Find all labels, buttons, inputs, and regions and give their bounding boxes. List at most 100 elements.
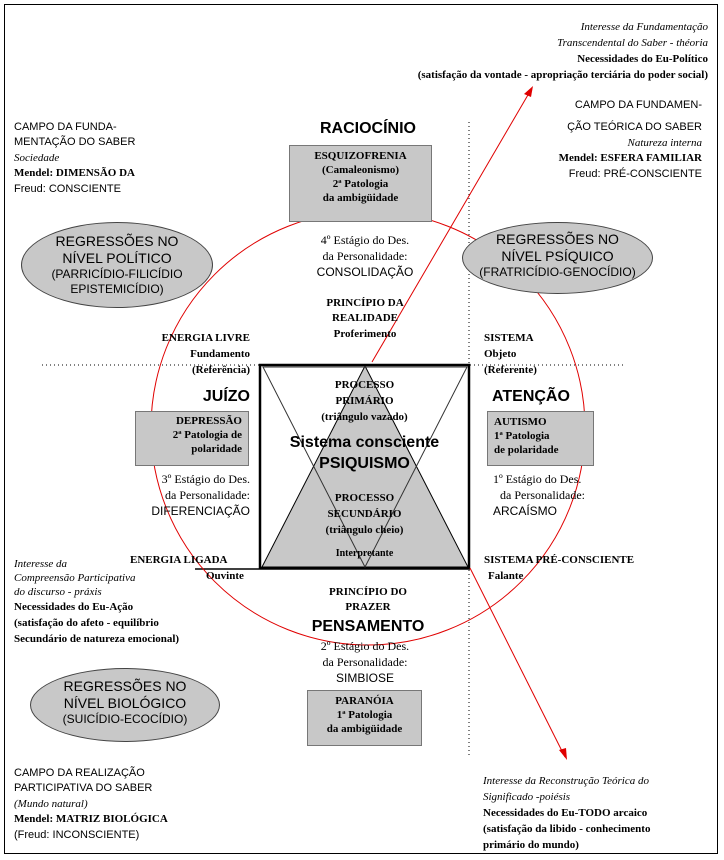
center-title-line2: PSIQUISMO xyxy=(319,455,410,472)
field-sociedade-line1: CAMPO DA FUNDA- xyxy=(14,121,117,133)
box-esquizofrenia-line1: ESQUIZOFRENIA xyxy=(314,150,407,162)
note-praxis-line4: Necessidades do Eu-Ação xyxy=(14,601,134,613)
box-depressao: DEPRESSÃO 2ª Patologia de polaridade xyxy=(135,411,249,466)
box-paranoia-line1: PARANÓIA xyxy=(335,695,394,707)
field-mundo-line4: Mendel: MATRIZ BIOLÓGICA xyxy=(14,813,168,825)
heading-juizo: JUÍZO xyxy=(202,388,250,405)
falante-label: Falante xyxy=(488,570,524,582)
box-esquizofrenia-line2: (Camaleonismo) xyxy=(322,164,399,176)
box-paranoia-line2: 1ª Patologia xyxy=(336,709,393,721)
processo-primario-line2: PRIMÁRIO xyxy=(335,395,394,407)
note-theoria-line3: Necessidades do Eu-Político xyxy=(577,53,708,65)
field-mundo-line3: (Mundo natural) xyxy=(14,798,88,810)
hollow-triangle xyxy=(262,366,468,569)
ellipse-psiquico-line1: REGRESSÕES NO xyxy=(496,231,619,247)
processo-secundario-line3: (triângulo cheio) xyxy=(325,524,404,536)
ouvinte-label: Ouvinte xyxy=(206,570,244,582)
field-natureza-line1: CAMPO DA FUNDAMEN- xyxy=(574,99,702,111)
energia-livre-line3: (Referência) xyxy=(191,364,250,376)
box-esquizofrenia-line3: 2ª Patologia xyxy=(332,178,389,190)
box-depressao-line2: 2ª Patologia de xyxy=(172,429,242,441)
box-autismo: AUTISMO 1ª Patologia de polaridade xyxy=(487,411,594,466)
stage-3-line2: da Personalidade: xyxy=(165,488,250,502)
ellipse-psiquico-line2: NÍVEL PSÍQUICO xyxy=(501,248,614,264)
principle-realidade-line2: REALIDADE xyxy=(331,312,398,324)
box-paranoia: PARANÓIA 1ª Patologia da ambigüidade xyxy=(307,690,422,746)
sistema-line1: SISTEMA xyxy=(484,332,534,344)
stage-4-line1: 4º Estágio do Des. xyxy=(320,233,410,247)
field-sociedade-line5: Freud: CONSCIENTE xyxy=(14,183,121,195)
note-praxis-line5: (satisfação do afeto - equilíbrio xyxy=(14,617,159,629)
stage-2-line1: 2º Estágio do Des. xyxy=(320,639,410,653)
note-praxis-line6: Secundário de natureza emocional) xyxy=(14,633,180,645)
interpretante-label: Interpretante xyxy=(335,548,394,559)
ellipse-psiquico-line3: (FRATRICÍDIO-GENOCÍDIO) xyxy=(479,265,636,279)
sistema-line3: (Referente) xyxy=(484,364,537,376)
ellipse-regressoes-psiquico: REGRESSÕES NO NÍVEL PSÍQUICO (FRATRICÍDI… xyxy=(462,222,653,294)
processo-primario-line3: (triângulo vazado) xyxy=(321,411,408,423)
principle-realidade-line3: Proferimento xyxy=(333,328,397,340)
note-poiesis-line5: primário do mundo) xyxy=(483,839,579,851)
ellipse-politico-line3: (PARRICÍDIO-FILICÍDIO xyxy=(51,267,183,281)
stage-3-line1: 3º Estágio do Des. xyxy=(161,472,250,486)
ellipse-biologico-line3: (SUICÍDIO-ECOCÍDIO) xyxy=(62,712,188,726)
field-sociedade-line3: Sociedade xyxy=(14,152,60,164)
principle-prazer-line2: PRAZER xyxy=(345,601,391,613)
heading-raciocinio: RACIOCÍNIO xyxy=(320,120,416,137)
ellipse-politico-line2: NÍVEL POLÍTICO xyxy=(62,250,172,266)
note-theoria-line1: Interesse da Fundamentação xyxy=(580,21,708,33)
stage-2-line2: da Personalidade: xyxy=(322,655,408,669)
box-autismo-line1: AUTISMO xyxy=(494,416,547,428)
red-arrowhead-lower xyxy=(559,748,567,760)
ellipse-biologico-line2: NÍVEL BIOLÓGICO xyxy=(63,695,187,711)
field-sociedade-line4: Mendel: DIMENSÃO DA xyxy=(14,167,135,179)
stage-2-line3: SIMBIOSE xyxy=(335,671,394,685)
note-poiesis-line3: Necessidades do Eu-TODO arcaico xyxy=(483,807,648,819)
heading-pensamento: PENSAMENTO xyxy=(311,618,425,635)
note-praxis-line2: Compreensão Participativa xyxy=(14,572,136,584)
principle-prazer-line1: PRINCÍPIO DO xyxy=(329,586,407,598)
note-theoria-line2: Transcendental do Saber - théoria xyxy=(557,37,708,49)
stage-1-line1: 1º Estágio do Des. xyxy=(493,472,582,486)
stage-1-line3: ARCAÍSMO xyxy=(493,504,558,518)
stage-1-line2: da Personalidade: xyxy=(500,488,585,502)
energia-livre-line1: ENERGIA LIVRE xyxy=(161,332,250,344)
box-esquizofrenia: ESQUIZOFRENIA (Camaleonismo) 2ª Patologi… xyxy=(289,145,432,222)
box-esquizofrenia-line4: da ambigüidade xyxy=(322,192,399,204)
box-paranoia-line3: da ambigüidade xyxy=(326,723,403,735)
energia-livre-line2: Fundamento xyxy=(190,348,250,360)
note-theoria-line4: (satisfação da vontade - apropriação ter… xyxy=(417,69,708,81)
box-autismo-line2: 1ª Patologia xyxy=(494,430,550,442)
diagram-frame xyxy=(4,4,718,854)
note-poiesis-line4: (satisfação da libido - conhecimento xyxy=(483,823,651,835)
sistema-line2: Objeto xyxy=(484,348,517,360)
principle-realidade-line1: PRINCÍPIO DA xyxy=(326,297,404,309)
ellipse-biologico-line1: REGRESSÕES NO xyxy=(63,678,187,694)
box-autismo-line3: de polaridade xyxy=(494,444,559,456)
field-mundo-line2: PARTICIPATIVA DO SABER xyxy=(14,782,153,794)
sistema-pre-consciente-label: SISTEMA PRÉ-CONSCIENTE xyxy=(484,554,635,566)
center-title-line1: Sistema consciente xyxy=(289,434,440,451)
ellipse-regressoes-politico: REGRESSÕES NO NÍVEL POLÍTICO (PARRICÍDIO… xyxy=(21,222,213,308)
ellipse-politico-line4: EPISTEMICÍDIO) xyxy=(70,282,164,296)
stage-4-line2: da Personalidade: xyxy=(322,249,408,263)
note-poiesis-line1: Interesse da Reconstrução Teórica do xyxy=(483,775,649,787)
stage-3-line3: DIFERENCIAÇÃO xyxy=(151,504,250,518)
processo-secundario-line1: PROCESSO xyxy=(334,492,395,504)
note-poiesis-line2: Significado -poiésis xyxy=(483,791,571,803)
red-arrow-upper xyxy=(371,87,533,363)
field-sociedade-line2: MENTAÇÃO DO SABER xyxy=(14,136,136,148)
stage-4-line3: CONSOLIDAÇÃO xyxy=(316,265,414,279)
ellipse-regressoes-biologico: REGRESSÕES NO NÍVEL BIOLÓGICO (SUICÍDIO-… xyxy=(30,668,220,742)
box-depressao-line1: DEPRESSÃO xyxy=(175,415,242,427)
red-arrowhead-upper xyxy=(524,86,533,97)
field-mundo-line1: CAMPO DA REALIZAÇÃO xyxy=(14,767,145,779)
box-depressao-line3: polaridade xyxy=(191,443,242,455)
processo-secundario-line2: SECUNDÁRIO xyxy=(327,508,402,520)
energia-ligada-label: ENERGIA LIGADA xyxy=(130,554,228,566)
note-praxis-line1: Interesse da xyxy=(14,558,68,570)
processo-primario-line1: PROCESSO xyxy=(334,379,395,391)
heading-atencao: ATENÇÃO xyxy=(492,388,570,405)
note-praxis-line3: do discurso - práxis xyxy=(14,586,102,598)
field-natureza-line2: ÇÃO TEÓRICA DO SABER xyxy=(567,121,702,133)
